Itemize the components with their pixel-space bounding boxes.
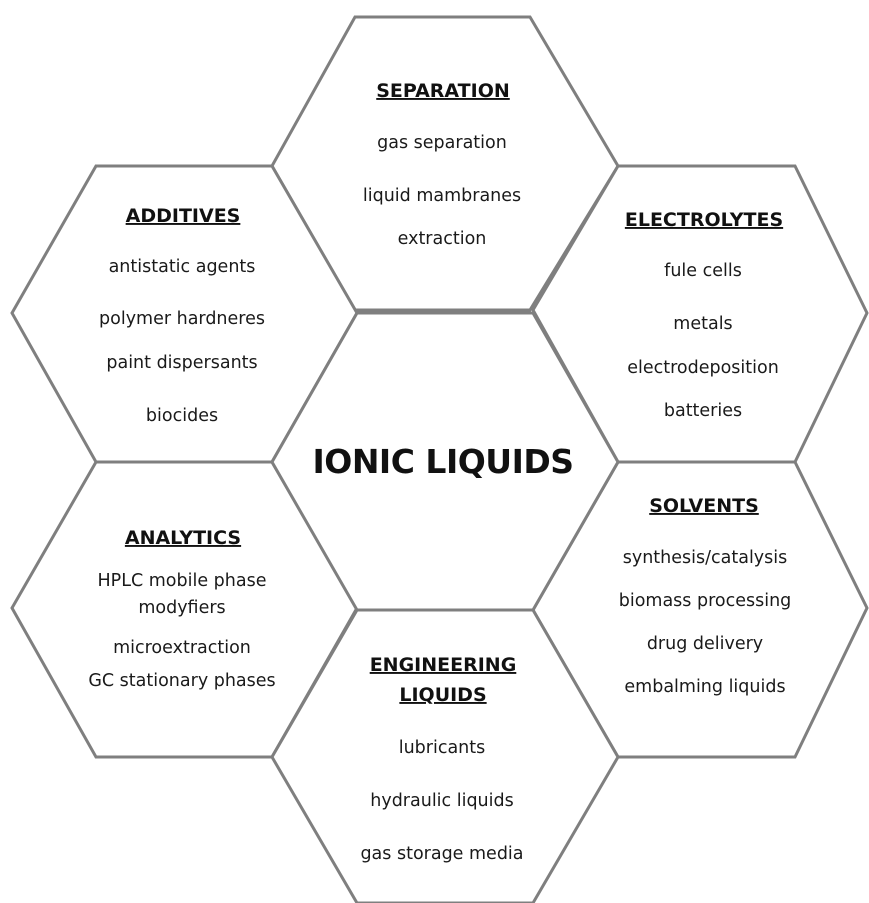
hex-engineering-liquids-item: hydraulic liquids bbox=[370, 791, 514, 811]
hex-electrolytes-item: batteries bbox=[664, 401, 742, 421]
hex-additives-item: biocides bbox=[146, 406, 218, 426]
hex-electrolytes-item: fule cells bbox=[664, 261, 742, 281]
hex-electrolytes-item: metals bbox=[673, 314, 732, 334]
hex-analytics-title: ANALYTICS bbox=[125, 527, 241, 549]
hex-engineering-liquids-item: gas storage media bbox=[360, 844, 523, 864]
hex-separation-title: SEPARATION bbox=[376, 80, 510, 102]
hex-solvents-title: SOLVENTS bbox=[649, 495, 759, 517]
hex-engineering-liquids-item: lubricants bbox=[399, 738, 486, 758]
hex-additives: ADDITIVES antistatic agents polymer hard… bbox=[10, 164, 359, 464]
hex-additives-title: ADDITIVES bbox=[126, 205, 241, 227]
hex-solvents-item: biomass processing bbox=[619, 591, 792, 611]
hex-separation-item: liquid mambranes bbox=[363, 186, 521, 206]
hex-analytics: ANALYTICS HPLC mobile phase modyfiers mi… bbox=[10, 460, 359, 759]
hex-analytics-item: HPLC mobile phase bbox=[98, 571, 267, 591]
hex-additives-item: antistatic agents bbox=[109, 257, 256, 277]
hex-solvents-item: synthesis/catalysis bbox=[623, 548, 788, 568]
hex-analytics-item: GC stationary phases bbox=[88, 671, 275, 691]
hex-electrolytes-item: electrodeposition bbox=[627, 358, 779, 378]
hex-solvents-item: drug delivery bbox=[647, 634, 763, 654]
hex-analytics-item: modyfiers bbox=[138, 598, 225, 618]
center-title: IONIC LIQUIDS bbox=[312, 442, 573, 481]
hex-engineering-liquids-title: ENGINEERING bbox=[370, 654, 517, 676]
hex-center-shape bbox=[270, 311, 620, 612]
hex-additives-item: polymer hardneres bbox=[99, 309, 265, 329]
hex-separation-item: extraction bbox=[398, 229, 487, 249]
hex-engineering-liquids: ENGINEERING LIQUIDS lubricants hydraulic… bbox=[270, 608, 620, 903]
hex-electrolytes-title: ELECTROLYTES bbox=[625, 209, 783, 231]
hex-separation-item: gas separation bbox=[377, 133, 507, 153]
hex-engineering-liquids-title: LIQUIDS bbox=[399, 684, 486, 706]
hex-solvents-item: embalming liquids bbox=[624, 677, 785, 697]
hex-additives-item: paint dispersants bbox=[106, 353, 257, 373]
hex-center: IONIC LIQUIDS bbox=[270, 311, 620, 612]
hex-analytics-item: microextraction bbox=[113, 638, 251, 658]
